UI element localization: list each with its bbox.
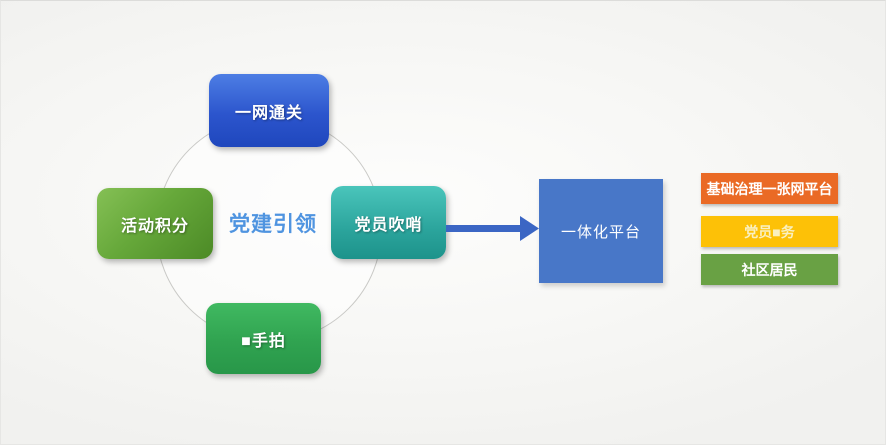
cycle-node-top-label: 一网通关 (234, 104, 303, 122)
cycle-node-left-label: 活动积分 (120, 217, 189, 235)
cycle-node-right-label: 党员吹哨 (354, 216, 423, 234)
cycle-node-top: 一网通关 (209, 74, 329, 147)
cycle-node-right: 党员吹哨 (331, 186, 446, 259)
output-bar-governance-label: 基础治理一张网平台 (706, 180, 833, 197)
output-bar-party-service: 党员■务 (701, 216, 838, 247)
output-bar-party-service-label: 党员■务 (744, 223, 795, 240)
output-bar-residents: 社区居民 (701, 254, 838, 285)
platform-label: 一体化平台 (560, 223, 641, 241)
output-bar-governance: 基础治理一张网平台 (701, 173, 838, 204)
platform-box: 一体化平台 (539, 179, 663, 283)
cycle-node-bottom: ■手拍 (206, 303, 321, 374)
output-bar-residents-label: 社区居民 (741, 261, 798, 278)
center-title: 党建引领 (229, 213, 317, 236)
cycle-node-bottom-label: ■手拍 (241, 332, 286, 350)
cycle-node-left: 活动积分 (97, 188, 213, 259)
right-arrow-icon (446, 216, 539, 241)
